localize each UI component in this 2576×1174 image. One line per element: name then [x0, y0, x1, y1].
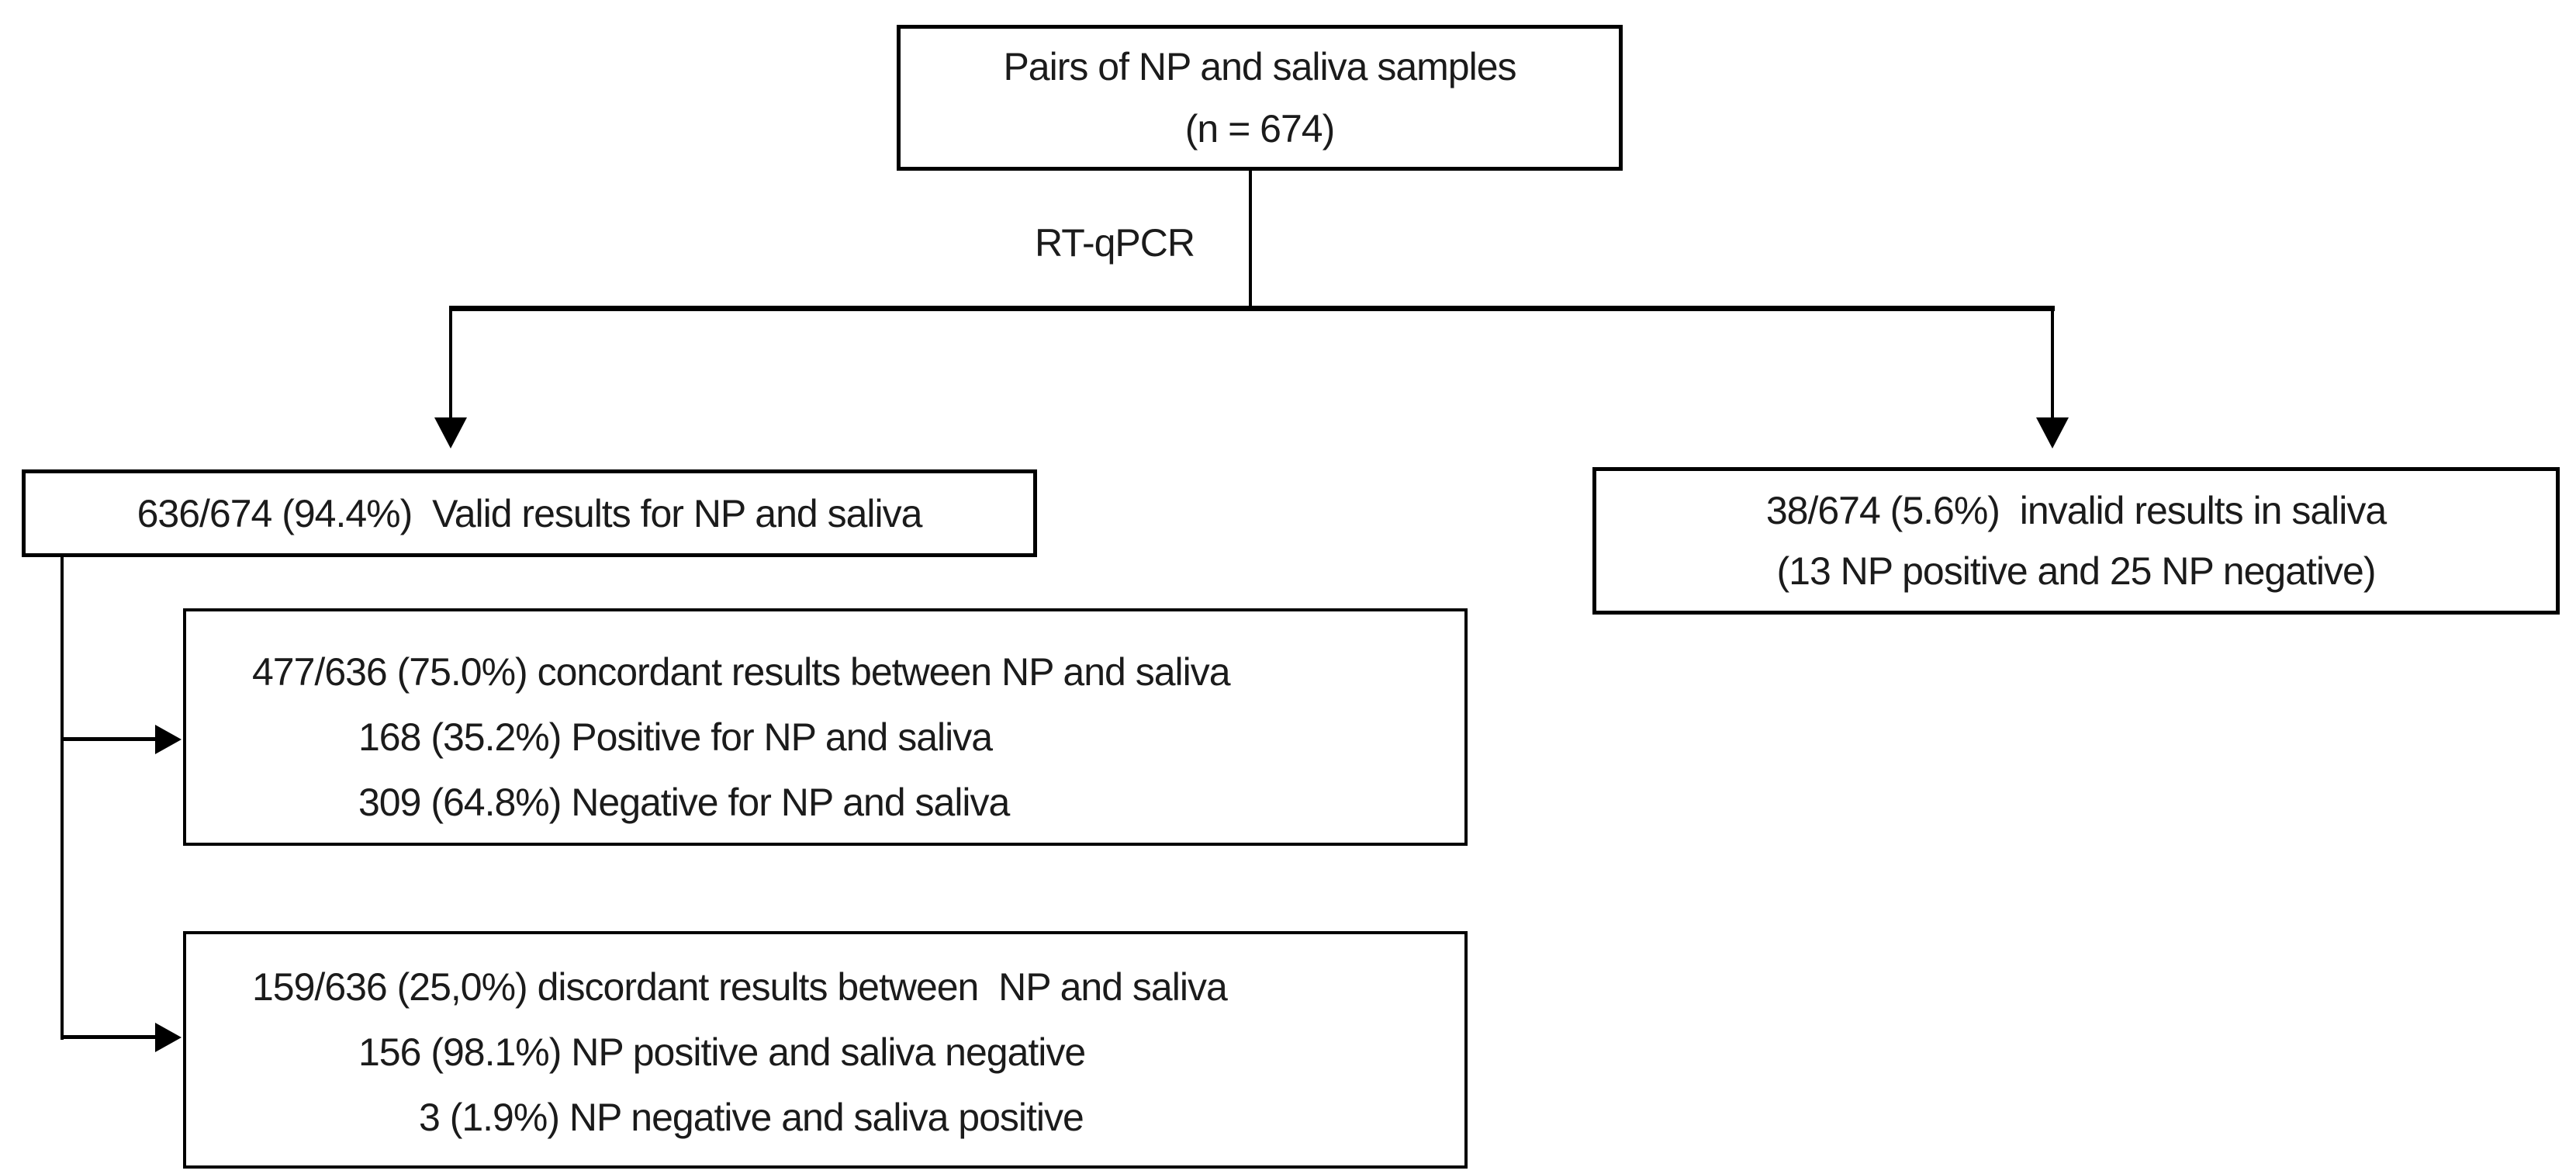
- concordant-line2: 168 (35.2%) Positive for NP and saliva: [358, 715, 993, 759]
- discordant-results-box: 159/636 (25,0%) discordant results betwe…: [183, 931, 1468, 1169]
- concordant-line3: 309 (64.8%) Negative for NP and saliva: [358, 781, 1010, 824]
- arrowhead-down-left-icon: [434, 417, 467, 448]
- valid-results-box: 636/674 (94.4%) Valid results for NP and…: [22, 469, 1037, 557]
- concordant-line1: 477/636 (75.0%) concordant results betwe…: [252, 650, 1231, 694]
- samples-box: Pairs of NP and saliva samples (n = 674): [897, 25, 1623, 171]
- invalid-results-line2: (13 NP positive and 25 NP negative): [1776, 549, 2377, 593]
- connector-spine-vertical-line: [61, 556, 64, 1040]
- samples-box-count: (n = 674): [1184, 107, 1336, 151]
- valid-results-text: 636/674 (94.4%) Valid results for NP and…: [137, 491, 923, 535]
- process-label-rtqpcr: RT-qPCR: [1034, 221, 1195, 265]
- connector-horizontal-t-line: [449, 306, 2055, 311]
- discordant-line1: 159/636 (25,0%) discordant results betwe…: [252, 965, 1228, 1009]
- invalid-results-box: 38/674 (5.6%) invalid results in saliva …: [1592, 467, 2560, 615]
- arrowhead-down-right-icon: [2036, 417, 2069, 448]
- connector-branch1-line: [61, 737, 157, 741]
- invalid-results-line1: 38/674 (5.6%) invalid results in saliva: [1765, 489, 2387, 532]
- connector-left-drop-line: [449, 306, 452, 419]
- samples-box-title: Pairs of NP and saliva samples: [1003, 45, 1516, 88]
- discordant-line3: 3 (1.9%) NP negative and saliva positive: [419, 1096, 1084, 1139]
- arrowhead-right-discordant-icon: [155, 1023, 182, 1052]
- concordant-results-box: 477/636 (75.0%) concordant results betwe…: [183, 608, 1468, 846]
- connector-branch2-line: [61, 1035, 157, 1039]
- arrowhead-right-concordant-icon: [155, 725, 182, 754]
- connector-right-drop-line: [2051, 306, 2054, 419]
- connector-top-vertical-line: [1249, 171, 1252, 307]
- discordant-line2: 156 (98.1%) NP positive and saliva negat…: [358, 1030, 1086, 1074]
